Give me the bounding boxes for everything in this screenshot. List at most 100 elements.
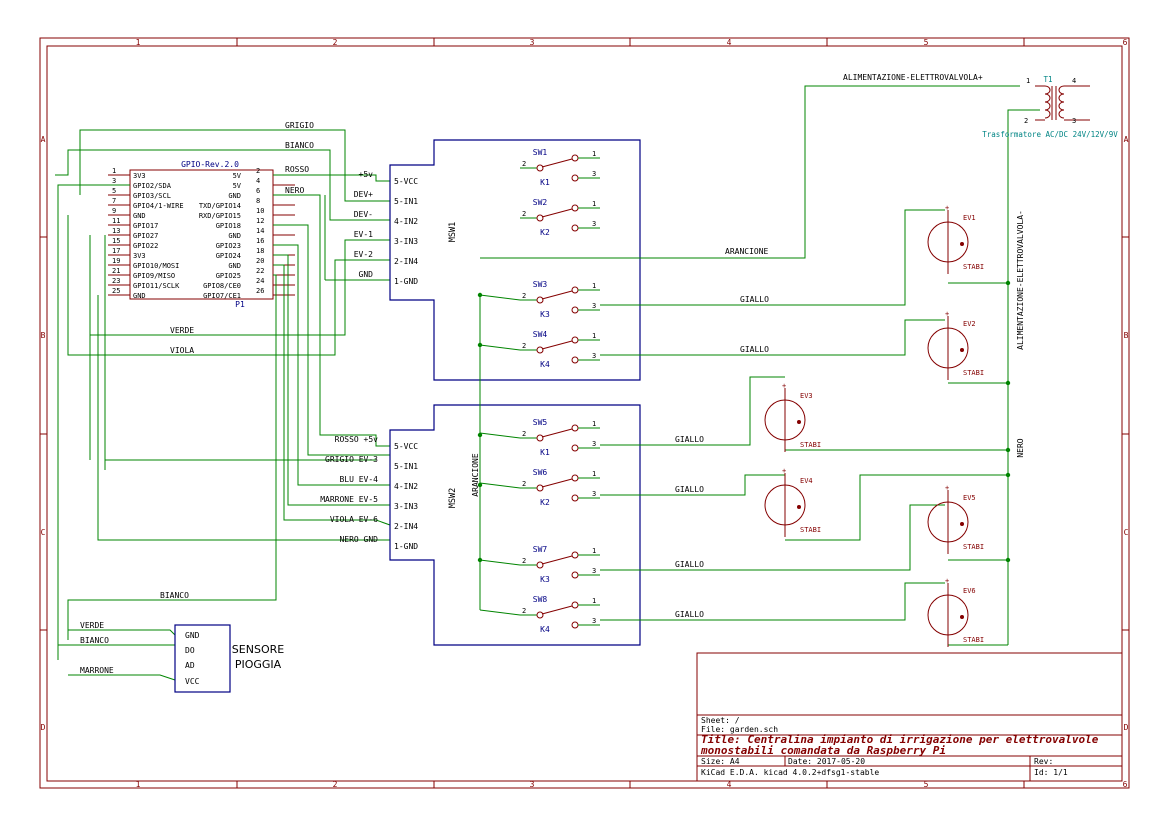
title-block: Sheet: / File: garden.sch Title: Central… <box>696 652 1123 782</box>
col-1-top: 1 <box>136 38 141 47</box>
col-6-top: 6 <box>1123 38 1128 47</box>
label-bianco-sensor2: BIANCO <box>80 636 109 645</box>
pin-common: 2 <box>522 342 526 350</box>
pin-no: 1 <box>592 150 596 158</box>
gpio-left-pin-name: GPIO3/SCL <box>133 192 171 200</box>
gpio-right-pin-name: 5V <box>233 172 242 180</box>
row-c-right: C <box>1124 528 1129 537</box>
msw1-pin: 3-IN3 <box>394 237 418 246</box>
sensor-pin-vcc: VCC <box>185 677 200 686</box>
label-giallo-1: GIALLO <box>740 295 769 304</box>
gpio-right-pin-num: 26 <box>256 287 264 295</box>
sensor-pin-ad: AD <box>185 661 195 670</box>
msw2-wire-label: ROSSO +5v <box>335 435 379 444</box>
pin-common: 2 <box>522 160 526 168</box>
gpio-left-pin-num: 21 <box>112 267 120 275</box>
relay-ref: K3 <box>540 310 550 319</box>
relay-ref: K1 <box>540 448 550 457</box>
rain-sensor: GND DO AD VCC SENSORE PIOGGIA <box>174 624 284 693</box>
arancione-bus <box>479 85 1020 610</box>
drawing-frame: 1 2 3 4 5 6 1 2 3 4 5 6 A B C D A B C D <box>39 37 1130 789</box>
gpio-right-pin-num: 12 <box>256 217 264 225</box>
pin-nc: 3 <box>592 170 596 178</box>
gpio-wires <box>55 129 391 681</box>
msw2-pin: 3-IN3 <box>394 502 418 511</box>
gpio-left-pin-name: GPIO2/SDA <box>133 182 172 190</box>
row-d-left: D <box>41 723 46 732</box>
msw2-name: MSW2 <box>448 488 458 508</box>
label-giallo-5: GIALLO <box>675 560 704 569</box>
gpio-right-pin-name: GPIO18 <box>216 222 241 230</box>
col-6-bottom: 6 <box>1123 780 1128 789</box>
pin-nc: 3 <box>592 617 596 625</box>
pin-common: 2 <box>522 430 526 438</box>
gpio-left-pin-name: GND <box>133 212 146 220</box>
msw2-wire-label: GRIGIO EV-3 <box>325 455 378 464</box>
valve-ref: EV4 <box>800 477 813 485</box>
transformer-t1: T1 1 2 4 3 Trasformatore AC/DC 24V/12V/9… <box>982 75 1118 139</box>
gpio-right-pin-name: TXD/GPIO14 <box>199 202 241 210</box>
gpio-left-pin-num: 9 <box>112 207 116 215</box>
col-5-bottom: 5 <box>924 780 929 789</box>
tb-file: File: garden.sch <box>701 725 778 734</box>
pin-no: 1 <box>592 597 596 605</box>
relay-ref: K3 <box>540 575 550 584</box>
valve-value: STABI <box>800 441 821 449</box>
msw2-pin: 5-IN1 <box>394 462 418 471</box>
gpio-left-pin-num: 7 <box>112 197 116 205</box>
gpio-left-pin-num: 25 <box>112 287 120 295</box>
switch-ref: SW8 <box>533 595 548 604</box>
gpio-left-pin-num: 5 <box>112 187 116 195</box>
pin-nc: 3 <box>592 440 596 448</box>
pin-nc: 3 <box>592 490 596 498</box>
label-nero: NERO <box>285 186 304 195</box>
gpio-left-pin-num: 23 <box>112 277 120 285</box>
gpio-left-pin-name: GPIO17 <box>133 222 158 230</box>
valve-plus: + <box>945 204 949 212</box>
t1-pin2: 2 <box>1024 117 1028 125</box>
col-4-top: 4 <box>727 38 732 47</box>
msw1-pin: 2-IN4 <box>394 257 418 266</box>
msw1-wire-label: +5v <box>359 170 374 179</box>
gpio-left-pin-name: GPIO11/SCLK <box>133 282 180 290</box>
gpio-right-pin-num: 4 <box>256 177 260 185</box>
valve-value: STABI <box>963 369 984 377</box>
pin-common: 2 <box>522 210 526 218</box>
msw1-pin: 5-VCC <box>394 177 418 186</box>
relay-ref: K2 <box>540 498 550 507</box>
gpio-right-pin-num: 16 <box>256 237 264 245</box>
gpio-right-pin-name: GND <box>228 262 241 270</box>
relay-ref: K4 <box>540 360 550 369</box>
label-bianco: BIANCO <box>285 141 314 150</box>
gpio-left-pin-num: 15 <box>112 237 120 245</box>
tb-sheet: Sheet: / <box>701 716 740 725</box>
gpio-left-pin-name: GPIO9/MISO <box>133 272 175 280</box>
row-b-right: B <box>1124 331 1129 340</box>
row-a-right: A <box>1124 135 1129 144</box>
label-alim-pos: ALIMENTAZIONE-ELETTROVALVOLA+ <box>843 73 983 82</box>
tb-rev: Rev: <box>1034 757 1053 766</box>
msw2-wire-label: VIOLA EV-6 <box>330 515 378 524</box>
msw1-wire-label: EV-2 <box>354 250 373 259</box>
relay-switches: SW1K1213SW2K2213SW3K3213SW4K4213SW5K1213… <box>479 148 600 634</box>
tb-title-1: Title: Centralina impianto di irrigazion… <box>701 733 1099 746</box>
gpio-left-pin-num: 19 <box>112 257 120 265</box>
msw2-pin: 4-IN2 <box>394 482 418 491</box>
col-3-top: 3 <box>530 38 535 47</box>
gpio-title: GPIO-Rev.2.0 <box>181 160 239 169</box>
switch-ref: SW7 <box>533 545 548 554</box>
gpio-right-pin-name: RXD/GPIO15 <box>199 212 241 220</box>
gpio-right-pin-num: 14 <box>256 227 264 235</box>
gpio-right-pin-name: GND <box>228 192 241 200</box>
row-a-left: A <box>41 135 46 144</box>
t1-ref: T1 <box>1043 75 1052 84</box>
switch-ref: SW5 <box>533 418 548 427</box>
sensor-title-1: SENSORE <box>232 643 284 656</box>
